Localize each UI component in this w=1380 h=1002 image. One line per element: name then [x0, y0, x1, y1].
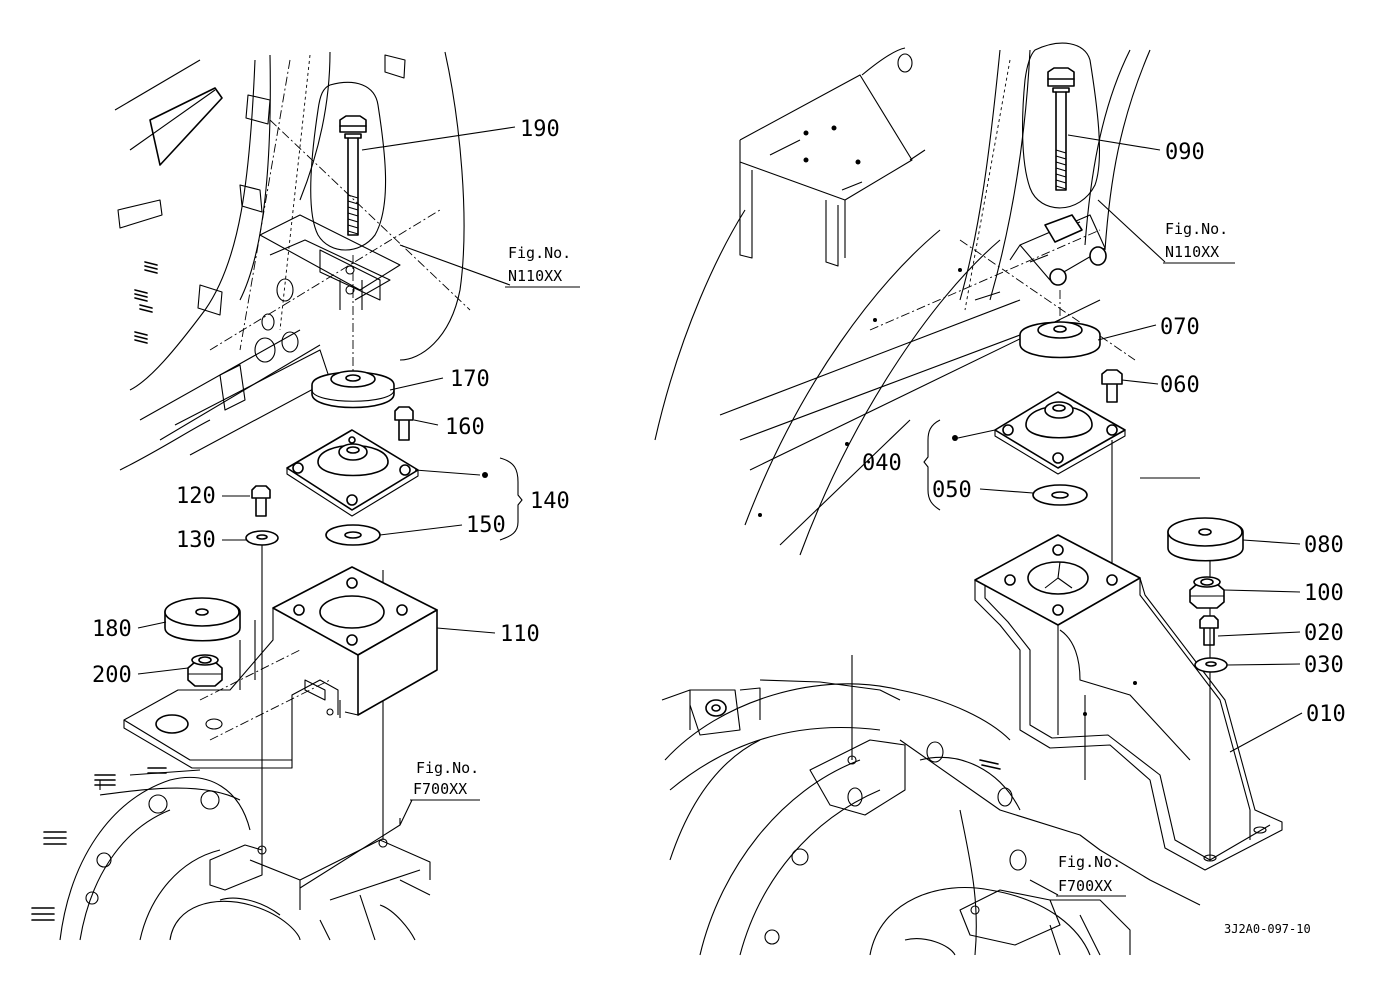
part-number-150: 150: [466, 513, 506, 538]
fig-ref-left-lower[interactable]: Fig.No. F700XX: [399, 759, 480, 826]
bracket-010: [974, 534, 1283, 871]
bolt-020: [1199, 615, 1219, 646]
fig-ref-number: N110XX: [1165, 243, 1219, 261]
part-number-070: 070: [1160, 315, 1200, 340]
left-spring-pins: [134, 261, 158, 344]
right-callouts: 090 070 060 040 050 080 100 020 030 010: [862, 134, 1346, 753]
cushion-180: [164, 597, 241, 642]
part-number-030: 030: [1304, 653, 1344, 678]
left-assembly: 190 170 160 140 120 130 150 110 180 200: [31, 51, 580, 941]
bracket-110: [123, 566, 438, 769]
left-callouts: 190 170 160 140 120 130 150 110 180 200: [92, 117, 570, 688]
part-number-090: 090: [1165, 140, 1205, 165]
part-number-040: 040: [862, 451, 902, 476]
mount-140: [286, 429, 419, 517]
right-assembly: 090 070 060 040 050 080 100 020 030 010: [654, 42, 1346, 956]
bolt-090: [1047, 67, 1075, 191]
bolt-060: [1101, 369, 1123, 403]
nut-200: [187, 654, 223, 687]
fig-ref-right-lower[interactable]: Fig.No. F700XX: [1029, 853, 1126, 897]
part-number-160: 160: [445, 415, 485, 440]
bolt-160: [394, 406, 414, 441]
bolt-120: [251, 485, 271, 517]
fig-ref-label: Fig.No.: [1165, 220, 1228, 238]
part-number-100: 100: [1304, 581, 1344, 606]
bolt-190: [339, 115, 367, 236]
left-axle-housing: [31, 767, 431, 941]
part-number-060: 060: [1160, 373, 1200, 398]
fig-ref-label: Fig.No.: [508, 244, 571, 262]
fig-ref-left-upper[interactable]: Fig.No. N110XX: [399, 244, 580, 288]
bracket-040: [923, 419, 941, 511]
diagram-code: 3J2A0-097-10: [1224, 922, 1311, 936]
part-number-110: 110: [500, 622, 540, 647]
fig-ref-number: N110XX: [508, 267, 562, 285]
part-number-140: 140: [530, 489, 570, 514]
assembly-dot-140: [482, 472, 488, 478]
right-guide-lines: [851, 440, 1211, 860]
part-number-080: 080: [1304, 533, 1344, 558]
part-number-010: 010: [1306, 702, 1346, 727]
left-frame-outline: [114, 51, 471, 471]
right-transmission-housing: [661, 679, 1201, 956]
part-number-190: 190: [520, 117, 560, 142]
cushion-070: [1019, 321, 1101, 359]
bolt-190-highlight: [310, 81, 387, 251]
fig-ref-number: F700XX: [413, 780, 467, 798]
nut-100: [1189, 576, 1225, 609]
washer-150: [325, 524, 381, 546]
part-number-120: 120: [176, 484, 216, 509]
mount-040: [994, 391, 1126, 475]
part-number-180: 180: [92, 617, 132, 642]
part-number-200: 200: [92, 663, 132, 688]
bolt-090-highlight: [1022, 42, 1101, 209]
cushion-080: [1167, 517, 1244, 562]
part-number-020: 020: [1304, 621, 1344, 646]
fig-ref-label: Fig.No.: [416, 759, 479, 777]
assembly-dot-040: [952, 435, 958, 441]
right-frame-outline: [654, 47, 1151, 556]
part-number-130: 130: [176, 528, 216, 553]
washer-050: [1032, 484, 1088, 506]
washer-130: [245, 530, 279, 546]
washer-030: [1194, 657, 1228, 673]
part-number-050: 050: [932, 478, 972, 503]
cushion-170: [311, 370, 395, 409]
bracket-140: [499, 457, 523, 541]
fig-ref-number: F700XX: [1058, 877, 1112, 895]
fig-ref-right-upper[interactable]: Fig.No. N110XX: [1097, 199, 1235, 264]
fig-ref-label: Fig.No.: [1058, 853, 1121, 871]
part-number-170: 170: [450, 367, 490, 392]
